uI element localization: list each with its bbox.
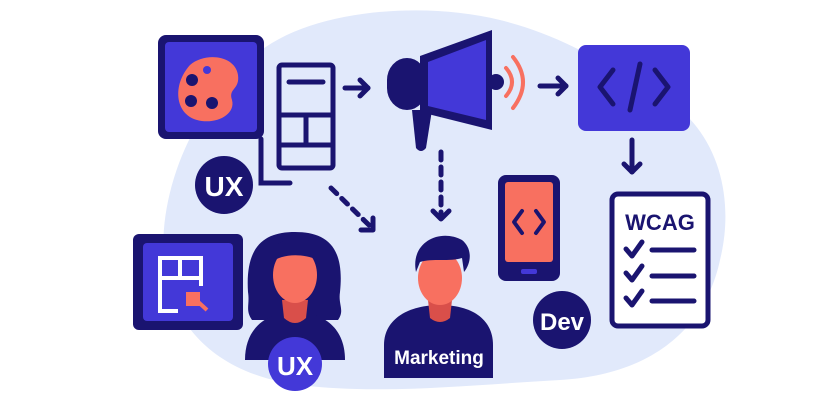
ux-label-top: UX xyxy=(205,171,244,202)
wcag-label: WCAG xyxy=(625,210,695,235)
marketing-person-avatar: Marketing xyxy=(384,235,493,378)
arrow-down xyxy=(621,137,643,175)
ux-label-bottom: UX xyxy=(277,351,314,381)
layout-editor-icon xyxy=(133,234,243,330)
dashed-arrow-diagonal xyxy=(328,185,376,233)
dev-label: Dev xyxy=(540,309,585,336)
arrow-right-2 xyxy=(537,75,569,97)
sound-waves-icon xyxy=(504,55,525,110)
wireframe-icon xyxy=(276,62,336,171)
code-icon xyxy=(578,45,690,131)
dashed-arrow-down xyxy=(430,149,452,222)
connector-line xyxy=(258,136,293,186)
palette-icon xyxy=(158,35,264,139)
marketing-label: Marketing xyxy=(394,348,484,369)
arrow-right-1 xyxy=(342,77,371,99)
ux-badge-bottom: UX xyxy=(268,337,322,391)
ux-designer-avatar xyxy=(245,232,345,360)
wcag-checklist-icon: WCAG xyxy=(609,191,711,329)
dev-badge: Dev xyxy=(533,291,591,349)
megaphone-icon xyxy=(387,30,504,151)
ux-badge-top: UX xyxy=(195,156,253,214)
mobile-code-icon xyxy=(498,175,560,281)
